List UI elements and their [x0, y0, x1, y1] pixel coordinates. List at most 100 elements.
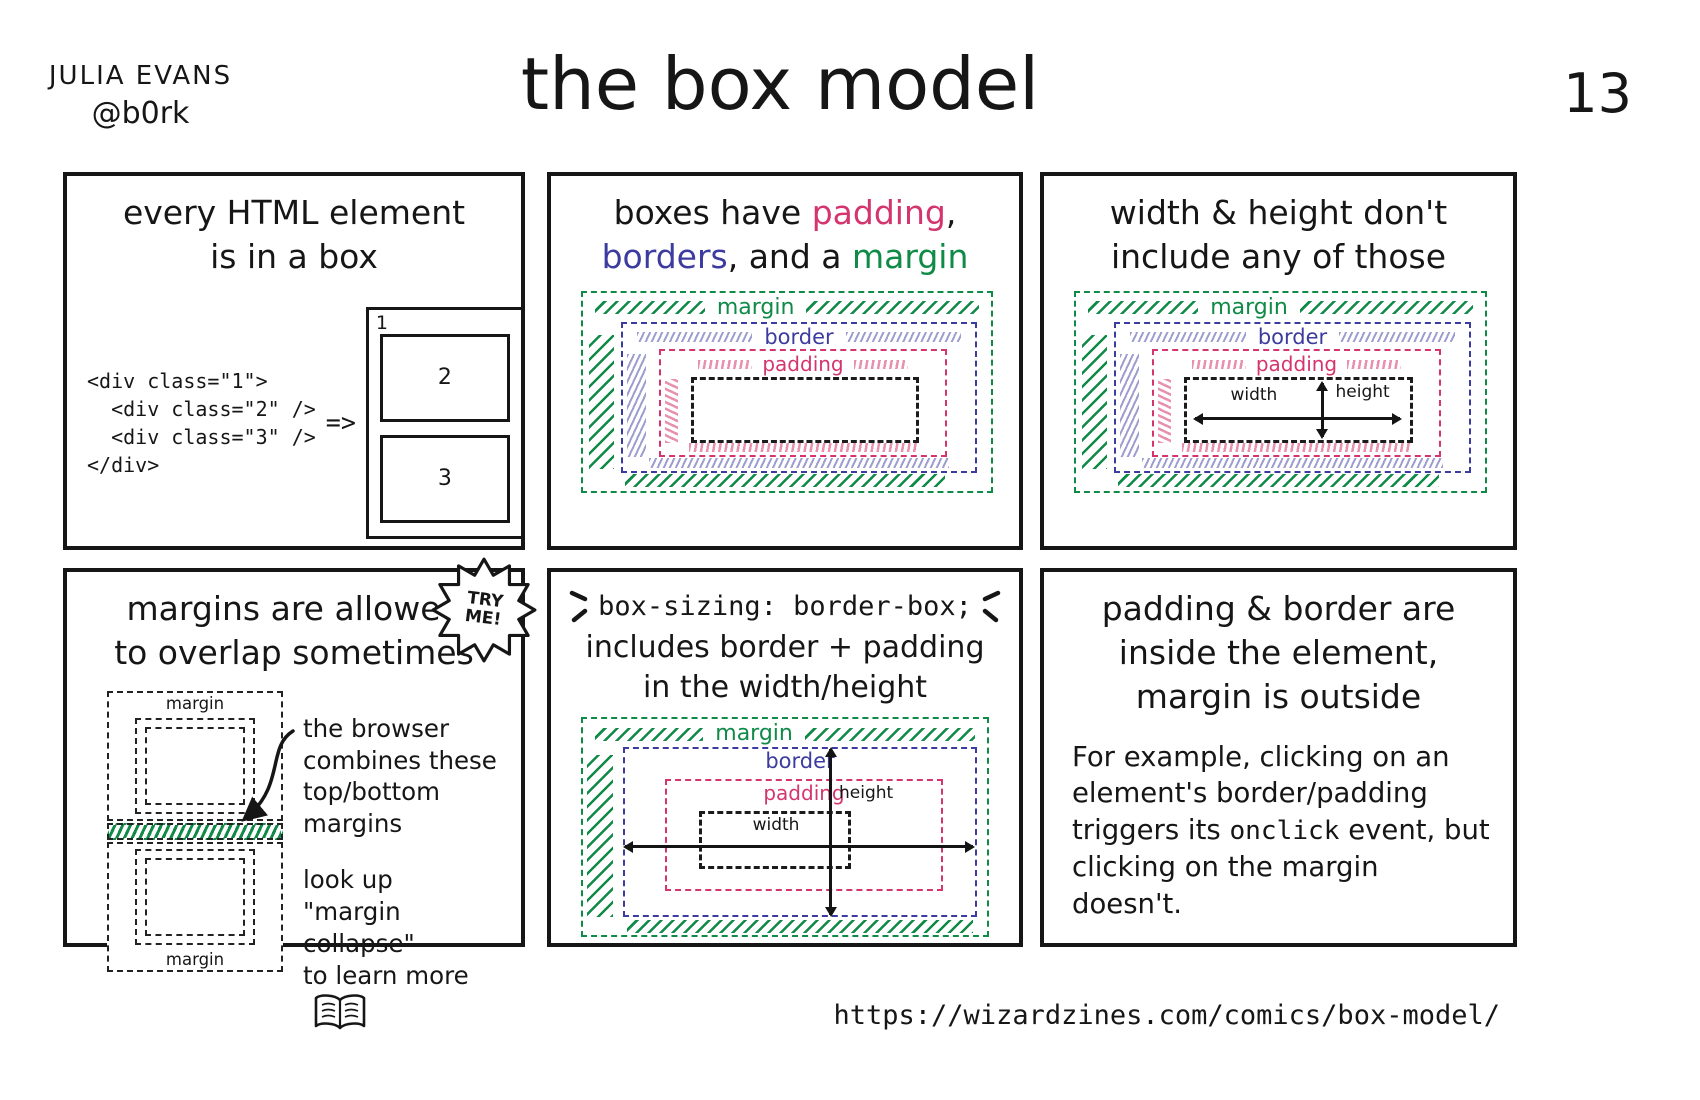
starburst-icon [431, 557, 537, 663]
margin-hatch-bottom [627, 920, 973, 934]
panel4-annotations: the browser combines these top/bottom ma… [241, 691, 513, 1042]
margin-hatch-left-strip [595, 727, 704, 741]
panel6-heading-line2: inside the element, [1118, 632, 1439, 672]
try-me-text: TRY ME! [463, 588, 505, 631]
margin-hatch-left-strip [1088, 301, 1199, 315]
margin-label: margin [165, 949, 225, 969]
upper-content-box [145, 726, 245, 805]
panel-boxes-have-padding-border-margin: boxes have padding, borders, and a margi… [547, 172, 1023, 550]
margin-hatch-left-column [589, 334, 614, 470]
content-box: width height [1184, 377, 1413, 444]
padding-label: padding [762, 352, 844, 377]
panel4-heading: margins are allowed to overlap sometimes… [67, 557, 537, 675]
border-box: border padding [621, 321, 977, 474]
width-label: width [752, 815, 800, 836]
border-box-diagram: margin border padding width height [581, 717, 989, 938]
border-label: border [764, 324, 834, 349]
width-arrow [625, 845, 973, 849]
panel-border-box: box-sizing: border-box; includes border … [547, 568, 1023, 947]
try-me-starburst: TRY ME! [431, 557, 537, 663]
margin-hatch-right-strip [804, 727, 975, 741]
padding-squiggle-left [1191, 359, 1246, 369]
panel1-heading-line2: is in a box [210, 236, 378, 276]
height-arrow [1320, 383, 1324, 438]
margin-box: margin [581, 717, 989, 938]
annotation-look-up-text: look up "margin collapse" to learn more [303, 865, 469, 990]
border-box: border padding width height [1114, 321, 1471, 474]
panel6-body-text: For example, clicking on an element's bo… [1072, 740, 1490, 921]
upper-border-box [135, 717, 255, 814]
panel1-content: <div class="1"> <div class="2" /> <div c… [87, 306, 524, 539]
panel-width-height-dont-include: width & height don't include any of thos… [1040, 172, 1517, 550]
margin-hatch-bottom [1118, 474, 1439, 488]
panel4-content: margin margin [107, 690, 513, 1042]
panel5-heading-line3: in the width/height [642, 669, 928, 705]
panel2-heading-line1: boxes have padding, [613, 193, 957, 232]
height-label: height [839, 783, 894, 804]
open-book-icon [313, 992, 367, 1042]
border-scribble-left-column [627, 353, 646, 458]
panel2-heading-line2: borders, and a margin [601, 236, 969, 276]
margin-label-row: margin [583, 293, 991, 320]
margin-hatch-left-column [587, 755, 613, 918]
emphasis-marks-left-icon [569, 590, 588, 623]
border-scribble-left-column [1120, 353, 1139, 458]
panel6-heading: padding & border are inside the element,… [1044, 587, 1513, 719]
box-model-diagram: margin border padding [1074, 290, 1487, 494]
panel-padding-border-inside: padding & border are inside the element,… [1040, 568, 1517, 947]
box-sizing-code: box-sizing: border-box; [598, 590, 972, 622]
margin-label: margin [715, 721, 793, 747]
padding-box: padding width height [1152, 349, 1441, 458]
source-url: https://wizardzines.com/comics/box-model… [833, 1000, 1500, 1031]
panel1-heading: every HTML element is in a box [67, 191, 521, 279]
border-scribble-right [845, 332, 962, 343]
padding-label-row: padding [661, 351, 945, 375]
page-title: the box model [520, 42, 1040, 126]
panel-every-element-is-a-box: every HTML element is in a box <div clas… [63, 172, 525, 550]
border-scribble-left [1130, 332, 1246, 343]
border-label: border [1257, 324, 1328, 349]
panel3-heading-line1: width & height don't [1109, 193, 1448, 232]
padding-label-row: padding [1154, 351, 1439, 375]
padding-label: padding [763, 781, 845, 806]
border-scribble-bottom [1142, 458, 1443, 469]
page-number: 13 [1563, 62, 1632, 125]
border-scribble-left [637, 332, 753, 343]
padding-box: padding [659, 349, 947, 458]
padding-squiggle-left-column [665, 379, 678, 444]
panel1-heading-line1: every HTML element [122, 193, 466, 232]
margin-label: margin [1210, 294, 1288, 320]
margin-hatch-right-strip [806, 301, 979, 315]
height-label: height [1335, 382, 1390, 403]
margin-hatch-bottom [625, 474, 945, 488]
panel-margin-collapse: margins are allowed to overlap sometimes… [63, 557, 537, 1029]
width-label: width [1230, 385, 1278, 406]
implies-arrow: => [325, 408, 356, 438]
panel3-heading: width & height don't include any of thos… [1044, 191, 1513, 279]
border-label: border [765, 749, 835, 774]
content-box [699, 811, 851, 870]
border-label-row: border [623, 324, 975, 349]
annotation-browser-combines: the browser combines these top/bottom ma… [303, 713, 497, 839]
lower-border-box [135, 848, 255, 945]
padding-squiggle-left [698, 359, 753, 369]
width-arrow [1195, 417, 1400, 421]
emphasis-marks-right-icon [982, 590, 1001, 623]
border-scribble-bottom [649, 458, 949, 469]
nested-boxes-diagram: 1 2 3 [365, 306, 524, 539]
lower-content-box [145, 857, 245, 936]
html-code-snippet: <div class="1"> <div class="2" /> <div c… [87, 368, 316, 477]
padding-label: padding [1255, 352, 1338, 377]
margin-hatch-left-strip [595, 301, 705, 315]
inner-box-3: 3 [379, 434, 510, 523]
annotation-look-up: look up "margin collapse" to learn more [303, 864, 513, 1041]
margin-label: margin [165, 693, 225, 713]
panel4-heading-line2: to overlap sometimes [114, 632, 474, 672]
margin-hatch-left-column [1082, 334, 1107, 470]
box-model-diagram: margin border padding [581, 290, 993, 494]
border-label-row: border [1116, 324, 1469, 349]
padding-wave-bottom [1182, 443, 1411, 453]
border-box: border [623, 747, 977, 918]
panel6-heading-line1: padding & border are [1101, 589, 1456, 628]
margin-label: margin [716, 294, 795, 320]
